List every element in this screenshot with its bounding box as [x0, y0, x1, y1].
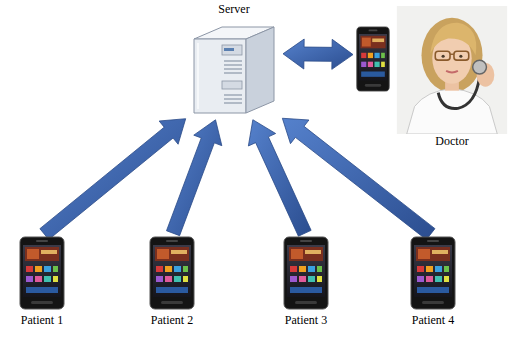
phone-icon-graphic — [20, 237, 64, 309]
phone-icon-graphic — [150, 237, 194, 309]
server-icon — [188, 17, 280, 117]
block-arrow — [283, 39, 353, 69]
phone-node: Patient 1 — [19, 236, 65, 328]
node-label: Patient 3 — [285, 313, 327, 328]
doctor-photo — [396, 6, 508, 134]
node-label: Server — [218, 2, 249, 17]
doctor-column: Doctor — [396, 6, 508, 149]
server-node: Server — [188, 2, 280, 117]
phone-icon — [410, 236, 456, 310]
server-icon-graphic — [194, 27, 274, 113]
node-label: Patient 2 — [151, 313, 193, 328]
phone-icon — [149, 236, 195, 310]
doctor-photo-graphic — [397, 6, 507, 134]
node-label: Doctor — [435, 134, 468, 149]
block-arrow — [166, 120, 221, 236]
block-arrow — [282, 118, 435, 239]
doctor-node: Doctor — [356, 6, 508, 149]
node-label: Patient 4 — [412, 313, 454, 328]
block-arrow — [40, 119, 186, 240]
phone-icon — [19, 236, 65, 310]
phone-icon — [283, 236, 329, 310]
phone-icon-graphic — [284, 237, 328, 309]
phone-node: Patient 2 — [149, 236, 195, 328]
phone-node: Patient 4 — [410, 236, 456, 328]
node-label: Patient 1 — [21, 313, 63, 328]
phone-node: Patient 3 — [283, 236, 329, 328]
phone-icon-graphic — [411, 237, 455, 309]
phone-icon — [356, 26, 390, 92]
doctor-group: Doctor — [356, 6, 508, 149]
phone-icon-graphic — [357, 27, 390, 91]
